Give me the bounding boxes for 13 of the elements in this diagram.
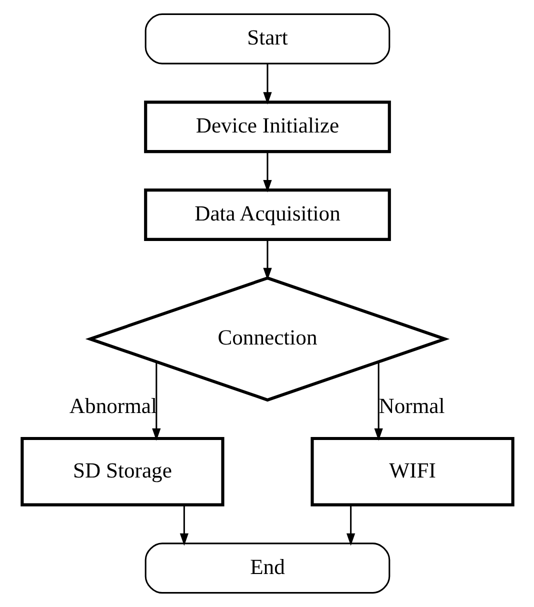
arrow bbox=[179, 504, 188, 546]
arrow bbox=[262, 240, 272, 280]
arrow bbox=[346, 504, 355, 546]
node-box: Start bbox=[144, 13, 390, 64]
arrow bbox=[374, 362, 382, 441]
arrow bbox=[152, 362, 160, 441]
node-box: Device Initialize bbox=[144, 100, 390, 154]
node-box: End bbox=[144, 542, 390, 594]
arrow bbox=[262, 64, 272, 104]
node-box: WIFI bbox=[310, 436, 514, 506]
arrow bbox=[262, 152, 272, 192]
node-box: SD Storage bbox=[20, 436, 224, 506]
node-box: Data Acquisition bbox=[144, 188, 390, 242]
